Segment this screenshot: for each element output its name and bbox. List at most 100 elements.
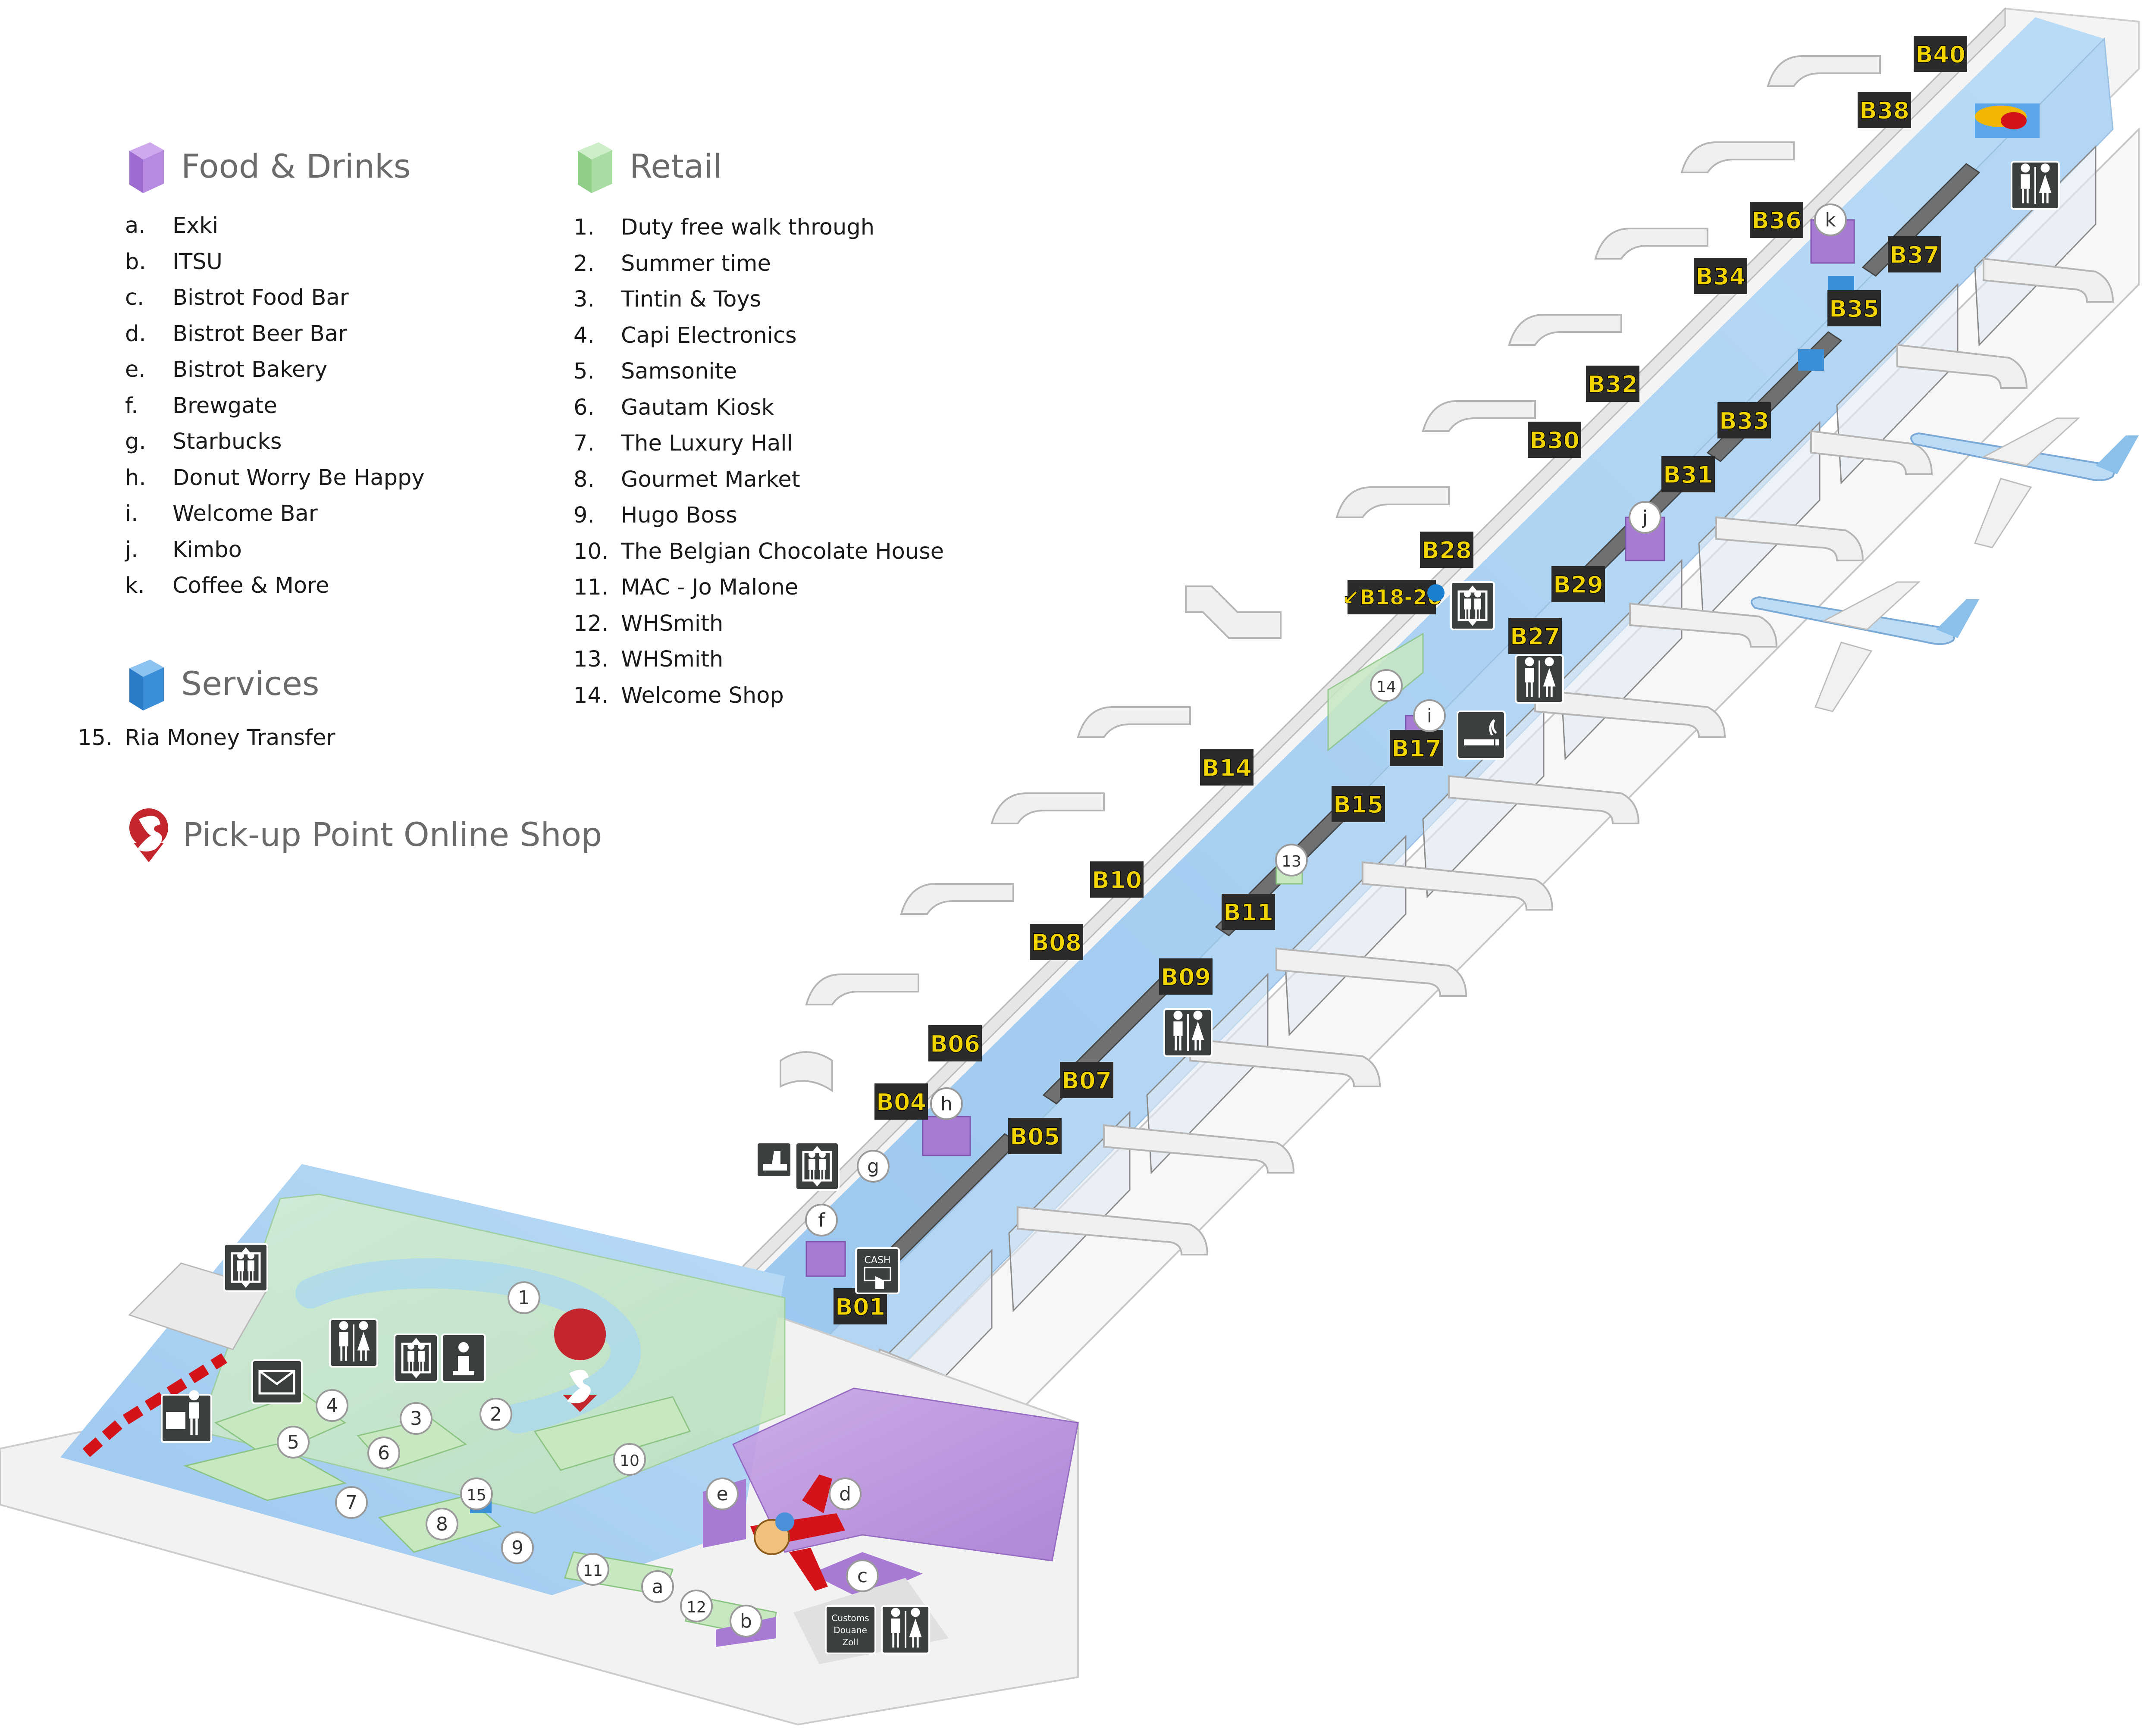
elevator-icon <box>223 1243 268 1292</box>
retail-marker-8[interactable]: 8 <box>426 1508 458 1540</box>
marker-circle <box>805 1204 838 1236</box>
food-marker-k[interactable]: k <box>1814 203 1847 236</box>
gate-label-b11: B11 <box>1222 894 1275 930</box>
gate-label-bg <box>1888 236 1941 272</box>
gate-label-text: B05 <box>1010 1123 1060 1150</box>
legend-food-item: k. Coffee & More <box>125 568 425 604</box>
marker-label: k <box>1825 209 1836 231</box>
retail-marker-13[interactable]: 13 <box>1275 844 1308 876</box>
retail-marker-2[interactable]: 2 <box>479 1398 512 1431</box>
retail-marker-10[interactable]: 10 <box>613 1443 646 1476</box>
marker-label: 4 <box>326 1395 338 1417</box>
marker-circle <box>577 1553 609 1586</box>
food-marker-j[interactable]: j <box>1629 501 1661 534</box>
gate-label-bg <box>1717 402 1771 438</box>
food-marker-e[interactable]: e <box>706 1477 739 1510</box>
jet-bridge <box>1594 228 1708 260</box>
gate-label-bg <box>1508 618 1562 654</box>
legend-food-item: j.Kimbo <box>125 532 425 568</box>
retail-marker-6[interactable]: 6 <box>367 1437 400 1469</box>
food-marker-h[interactable]: h <box>930 1087 963 1120</box>
marker-circle <box>1413 699 1446 732</box>
food-marker-a[interactable]: a <box>641 1570 674 1603</box>
legend-food-item-key: a. <box>125 213 146 239</box>
legend-retail-item: 6.Gautam Kiosk <box>573 390 944 426</box>
legend-retail-item: 1.Duty free walk through <box>573 210 944 246</box>
gate-label-b14: B14 <box>1200 749 1253 786</box>
food-marker-f[interactable]: f <box>805 1204 838 1236</box>
marker-label: a <box>652 1576 664 1598</box>
marker-circle <box>460 1477 493 1510</box>
legend-retail-item: 11.MAC - Jo Malone <box>573 570 944 606</box>
jet-bridge <box>1715 516 1864 561</box>
service-marker-15[interactable]: 15 <box>460 1477 493 1510</box>
gate-label-bg <box>1030 924 1083 960</box>
food-marker-c[interactable]: c <box>846 1559 879 1592</box>
retail-marker-14[interactable]: 14 <box>1370 669 1403 702</box>
gate-label-text: B34 <box>1695 263 1745 290</box>
marker-label: d <box>839 1483 851 1505</box>
marker-circle <box>1275 844 1308 876</box>
gate-label-b34: B34 <box>1694 258 1747 294</box>
retail-marker-12[interactable]: 12 <box>680 1590 713 1622</box>
retail-marker-11[interactable]: 11 <box>577 1553 609 1586</box>
information-icon <box>441 1333 486 1383</box>
legend-food-item: f.Brewgate <box>125 388 425 424</box>
marker-label: g <box>867 1155 879 1177</box>
gate-label-bg <box>1551 566 1605 602</box>
legend-food-item-key: e. <box>125 357 146 383</box>
mascot-plane-icon <box>750 1474 845 1591</box>
marker-circle <box>508 1281 540 1314</box>
food-marker-i[interactable]: i <box>1413 699 1446 732</box>
retail-marker-3[interactable]: 3 <box>400 1402 432 1435</box>
jet-bridge <box>1335 486 1450 518</box>
food-kiosk <box>922 1116 971 1156</box>
retail-marker-7[interactable]: 7 <box>335 1486 368 1519</box>
retail-marker-5[interactable]: 5 <box>277 1426 310 1459</box>
gate-label-bg <box>1528 422 1581 458</box>
legend-food-item-key: k. <box>125 573 145 599</box>
gate-label-bg <box>1661 456 1715 492</box>
food-marker-g[interactable]: g <box>857 1150 890 1183</box>
marker-circle <box>730 1605 762 1637</box>
legend-services-item: 15.Ria Money Transfer <box>78 720 335 756</box>
gate-direction-bg <box>1348 580 1436 614</box>
legend-retail-item-label: WHSmith <box>621 610 724 636</box>
legend-pickup-title: Pick-up Point Online Shop <box>183 815 602 854</box>
pickup-point-marker[interactable] <box>554 1308 606 1412</box>
legend-retail-item-key: 1. <box>573 215 595 241</box>
gate-label-text: B31 <box>1663 461 1713 488</box>
legend-food-item-key: c. <box>125 285 144 311</box>
gate-label-bg <box>1332 786 1385 822</box>
retail-marker-1[interactable]: 1 <box>508 1281 540 1314</box>
food-marker-d[interactable]: d <box>829 1477 862 1510</box>
legend-retail-item-label: Gourmet Market <box>621 466 800 492</box>
legend-food-title: Food & Drinks <box>181 147 411 185</box>
marker-circle <box>367 1437 400 1469</box>
gate-label-bg <box>1914 36 1967 72</box>
retail-marker-4[interactable]: 4 <box>316 1389 348 1422</box>
legend-food-item: g.Starbucks <box>125 424 425 460</box>
legend-retail-item-key: 5. <box>573 359 595 385</box>
gate-direction-sign: ↙B18-26 <box>1342 580 1445 614</box>
gate-label-b36: B36 <box>1750 202 1803 238</box>
gate-label-text: B28 <box>1422 537 1472 564</box>
gate-label-b01: B01 <box>834 1288 887 1324</box>
gate-label-bg <box>874 1083 928 1120</box>
food-marker-b[interactable]: b <box>730 1605 762 1637</box>
marker-circle <box>501 1531 534 1564</box>
legend-food-item-label: Coffee & More <box>172 573 329 599</box>
marker-label: 12 <box>686 1599 706 1616</box>
gate-label-bg <box>1200 749 1253 786</box>
legend-services: Services 15.Ria Money Transfer <box>78 651 335 756</box>
marker-circle <box>829 1477 862 1510</box>
retail-marker-9[interactable]: 9 <box>501 1531 534 1564</box>
jet-bridge <box>1189 1038 1381 1087</box>
gate-label-b29: B29 <box>1551 566 1605 602</box>
gate-label-text: B35 <box>1829 295 1879 322</box>
marker-circle <box>857 1150 890 1183</box>
gate-label-b31: B31 <box>1661 456 1715 492</box>
gate-label-text: B32 <box>1588 371 1638 398</box>
gate-label-text: B08 <box>1031 929 1081 956</box>
